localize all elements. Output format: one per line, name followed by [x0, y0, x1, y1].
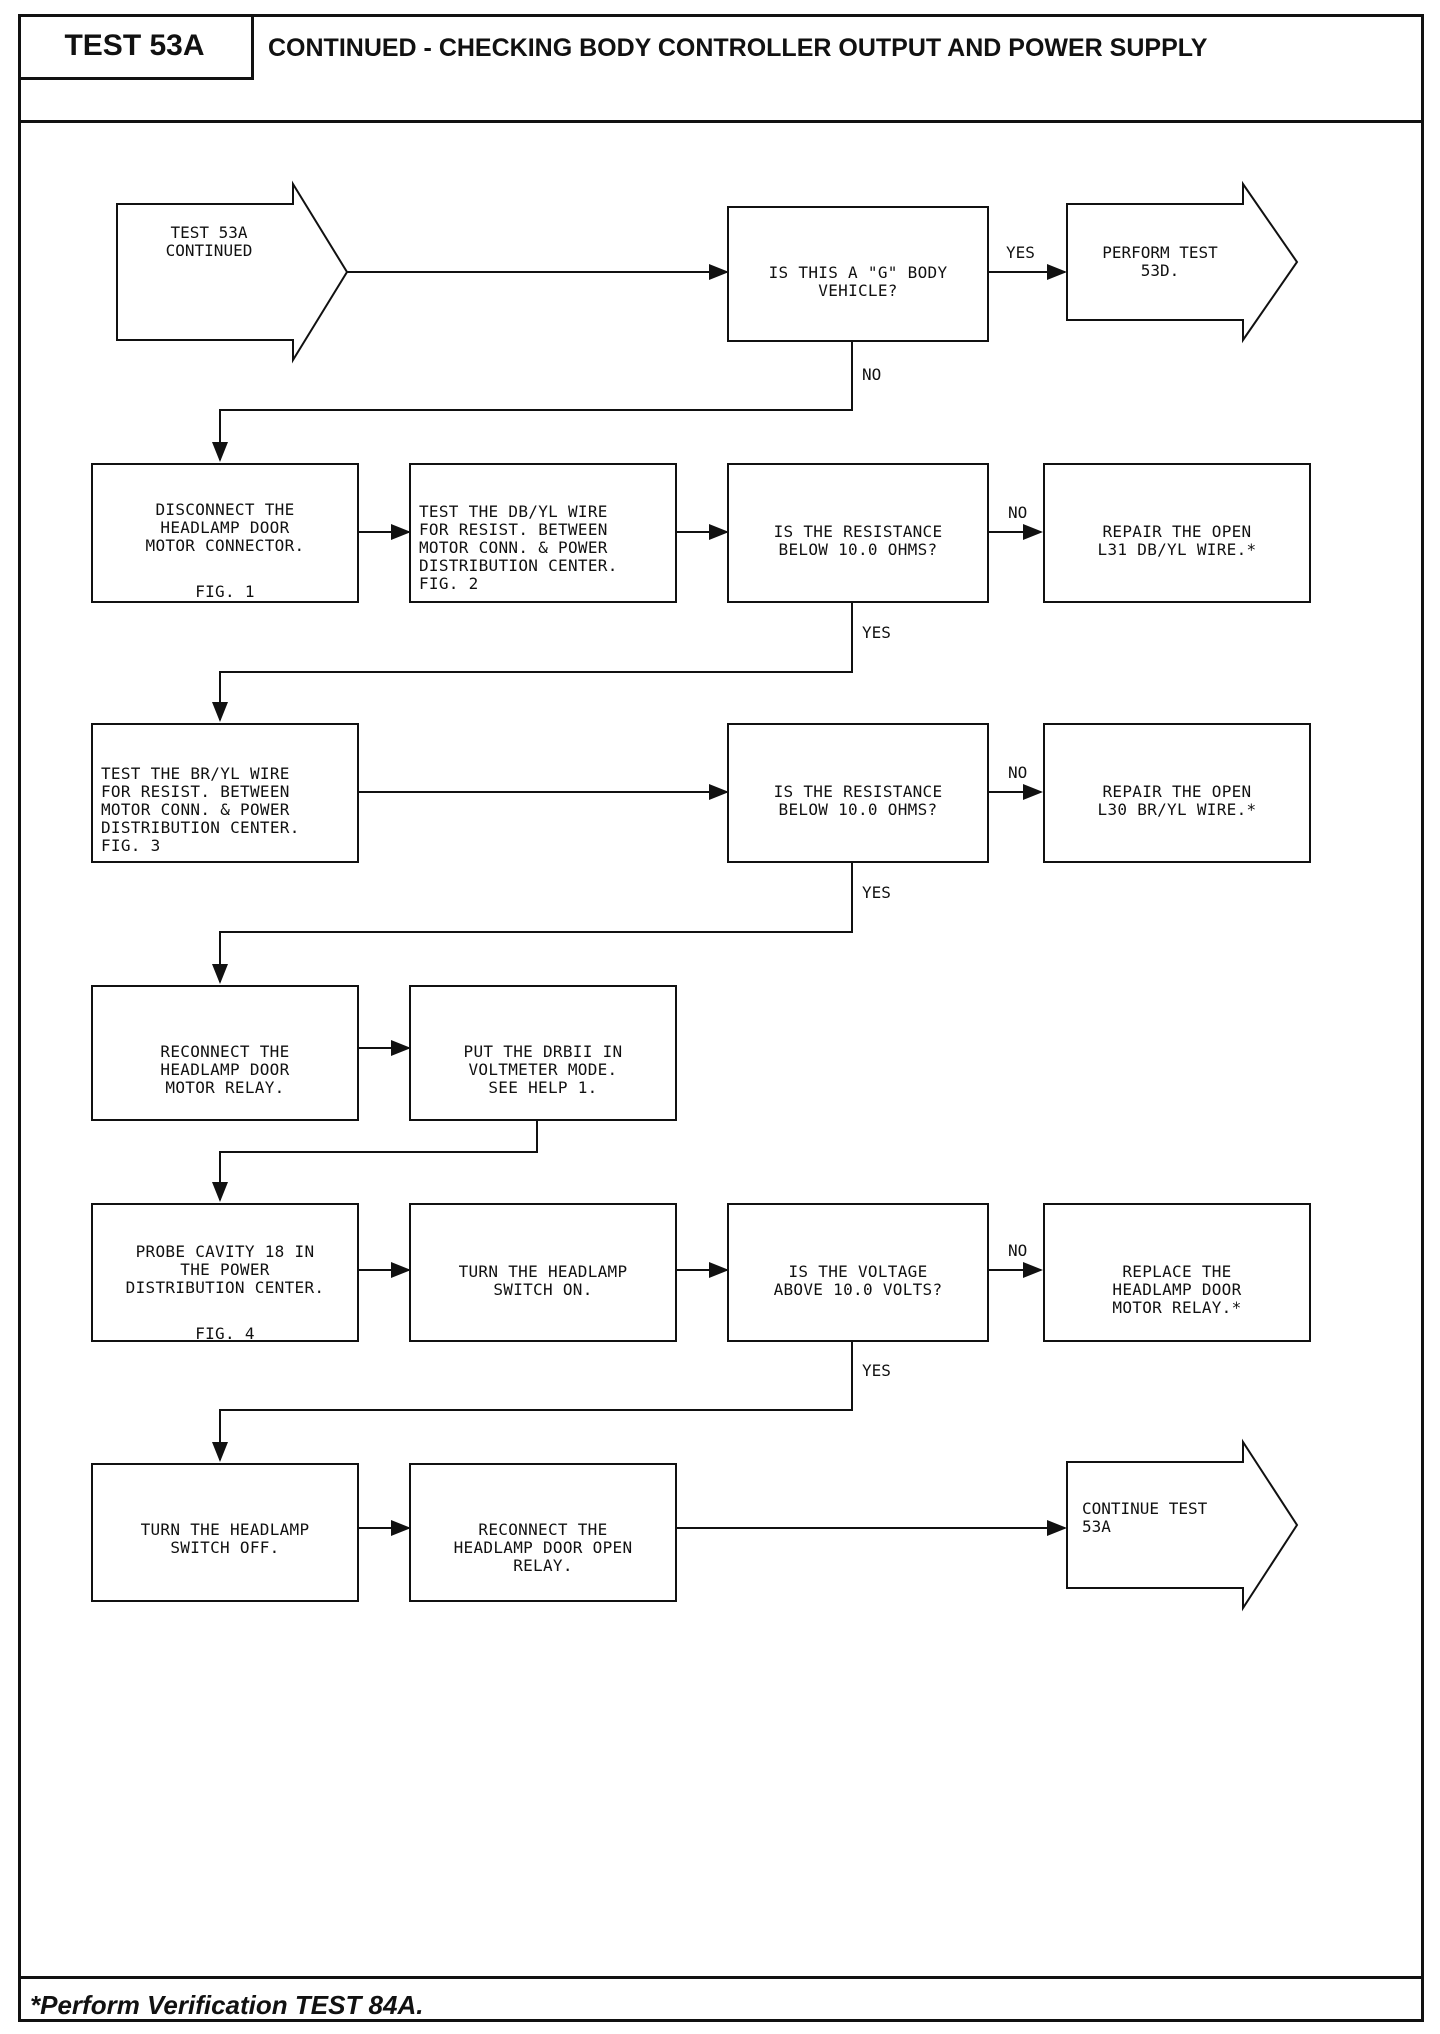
- connector-q2-yes: [212, 603, 853, 722]
- start-arrow-text: TEST 53A CONTINUED: [165, 223, 253, 260]
- label-no-2: NO: [1008, 503, 1028, 522]
- step-drbii-voltmeter: PUT THE DRBII IN VOLTMETER MODE. SEE HEL…: [409, 985, 677, 1121]
- fig-1-ref: FIG. 1: [195, 582, 255, 601]
- decision-resistance-2: IS THE RESISTANCE BELOW 10.0 OHMS?: [727, 723, 989, 863]
- label-yes-2: YES: [862, 623, 891, 642]
- label-yes-1: YES: [1006, 243, 1035, 262]
- decision-resistance-1: IS THE RESISTANCE BELOW 10.0 OHMS?: [727, 463, 989, 603]
- fig-4-ref: FIG. 4: [195, 1324, 255, 1343]
- header-divider: [18, 120, 1424, 123]
- step-headlamp-switch-on: TURN THE HEADLAMP SWITCH ON.: [409, 1203, 677, 1342]
- decision-voltage: IS THE VOLTAGE ABOVE 10.0 VOLTS?: [727, 1203, 989, 1342]
- step-disconnect-connector: DISCONNECT THE HEADLAMP DOOR MOTOR CONNE…: [91, 463, 359, 603]
- footer-verification-note: *Perform Verification TEST 84A.: [30, 1990, 424, 2020]
- step-reconnect-motor-relay: RECONNECT THE HEADLAMP DOOR MOTOR RELAY.: [91, 985, 359, 1121]
- step-headlamp-switch-off: TURN THE HEADLAMP SWITCH OFF.: [91, 1463, 359, 1602]
- label-no-3: NO: [1008, 763, 1028, 782]
- label-yes-3: YES: [862, 883, 891, 902]
- page-frame: [18, 14, 1424, 2022]
- test-number-label: TEST 53A: [18, 14, 254, 80]
- step-test-db-yl-wire: TEST THE DB/YL WIRE FOR RESIST. BETWEEN …: [409, 463, 677, 603]
- step-replace-motor-relay: REPLACE THE HEADLAMP DOOR MOTOR RELAY.*: [1043, 1203, 1311, 1342]
- connector-q3-yes: [212, 863, 853, 984]
- step-probe-cavity-18: PROBE CAVITY 18 IN THE POWER DISTRIBUTIO…: [91, 1203, 359, 1343]
- step-repair-l31: REPAIR THE OPEN L31 DB/YL WIRE.*: [1043, 463, 1311, 603]
- connector-drbii-to-probe: [212, 1121, 538, 1202]
- start-arrow-shape: [116, 180, 349, 364]
- connector-q4-yes: [212, 1342, 853, 1462]
- perform-53d-text: PERFORM TEST 53D.: [1102, 243, 1218, 280]
- page-title: CONTINUED - CHECKING BODY CONTROLLER OUT…: [268, 34, 1208, 62]
- perform-53d-arrow-shape: [1066, 180, 1299, 344]
- footer-divider: [18, 1976, 1424, 1979]
- label-yes-4: YES: [862, 1361, 891, 1380]
- step-test-br-yl-wire: TEST THE BR/YL WIRE FOR RESIST. BETWEEN …: [91, 723, 359, 863]
- continue-53a-text: CONTINUE TEST 53A: [1082, 1499, 1208, 1536]
- label-no-4: NO: [1008, 1241, 1028, 1260]
- step-repair-l30: REPAIR THE OPEN L30 BR/YL WIRE.*: [1043, 723, 1311, 863]
- label-no-1: NO: [862, 365, 882, 384]
- continue-53a-arrow-shape: [1066, 1438, 1299, 1612]
- connector-q1-no: [212, 340, 853, 462]
- step-reconnect-open-relay: RECONNECT THE HEADLAMP DOOR OPEN RELAY.: [409, 1463, 677, 1602]
- decision-g-body: IS THIS A "G" BODY VEHICLE?: [727, 206, 989, 342]
